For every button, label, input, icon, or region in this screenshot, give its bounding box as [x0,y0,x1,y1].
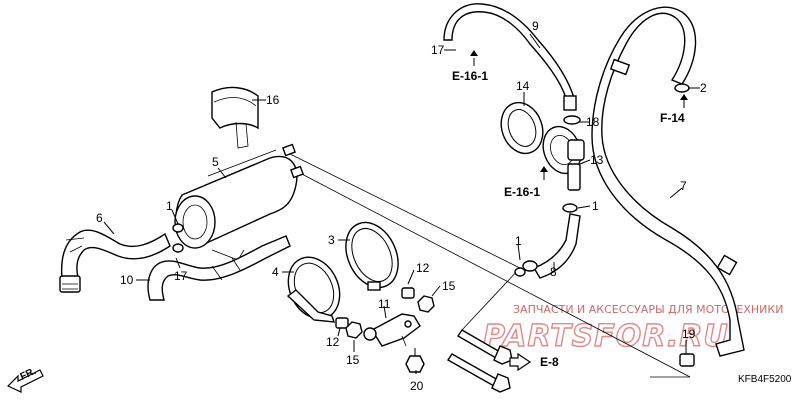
callout-12-lower: 12 [326,335,340,349]
heat-guard-16 [211,86,259,149]
ref-e8[interactable]: E-8 [540,355,559,369]
callout-7: 7 [680,179,687,193]
hose-9 [443,3,577,111]
callout-5: 5 [212,155,219,169]
callout-15-upper: 15 [442,279,456,293]
ring-14 [500,101,544,155]
nut-15-upper [417,295,435,313]
valve-13 [542,115,585,191]
watermark: ЗАПЧАСТИ И АКСЕССУАРЫ ДЛЯ МОТОТЕХНИКИ PA… [482,303,783,355]
callout-14: 14 [516,79,530,93]
band-clamp-3 [345,221,399,291]
band-clamp-4 [286,256,341,323]
callout-leaders [103,33,700,374]
fuel-filter-5 [174,143,304,261]
hose-6 [59,229,171,293]
callout-1-mid: 1 [515,234,522,248]
callout-12-upper: 12 [416,261,430,275]
hose-7 [591,6,745,357]
hose-8 [514,213,581,279]
callout-17-left: 17 [174,269,188,283]
ref-e16-top[interactable]: E-16-1 [452,69,488,83]
callout-9: 9 [532,19,539,33]
nut-12-upper [401,287,415,299]
callout-numbers: 17 9 14 18 13 1 2 7 1 8 16 5 6 10 1 17 3… [96,19,707,393]
callout-11: 11 [378,297,391,311]
bolts-e8 [446,329,513,393]
callout-16: 16 [266,93,280,107]
callout-10: 10 [120,273,134,287]
clips-right [562,203,578,213]
ref-f14[interactable]: F-14 [660,111,685,125]
front-arrow [6,369,44,393]
callout-13: 13 [590,153,604,167]
clip-19 [679,353,695,367]
bolt-20 [405,348,425,373]
callout-2: 2 [700,81,707,95]
watermark-caption: ЗАПЧАСТИ И АКСЕССУАРЫ ДЛЯ МОТОТЕХНИКИ [513,303,783,316]
callout-8: 8 [550,265,557,279]
leader-lines [285,151,691,378]
section-refs: E-16-1 E-16-1 F-14 E-8 [452,69,685,369]
nut-15-lower [345,321,363,339]
ref-e16-mid[interactable]: E-16-1 [504,185,540,199]
callout-1-right: 1 [592,199,599,213]
clip-2 [674,83,690,93]
callout-3: 3 [328,233,335,247]
callout-15-lower: 15 [346,353,360,367]
hose-10 [147,235,291,301]
callout-1-left: 1 [166,199,173,213]
stay-11 [363,313,421,347]
ref-arrows [470,50,688,372]
nut-12-lower [335,317,349,329]
callout-17-top: 17 [431,43,445,57]
callout-6: 6 [96,211,103,225]
callout-20: 20 [410,379,424,393]
callout-18: 18 [586,115,600,129]
diagram-code: KFB4F5200 [738,374,792,385]
watermark-brand: PARTSFOR.RU [483,319,729,354]
callout-19: 19 [682,327,696,341]
callout-4: 4 [272,265,279,279]
